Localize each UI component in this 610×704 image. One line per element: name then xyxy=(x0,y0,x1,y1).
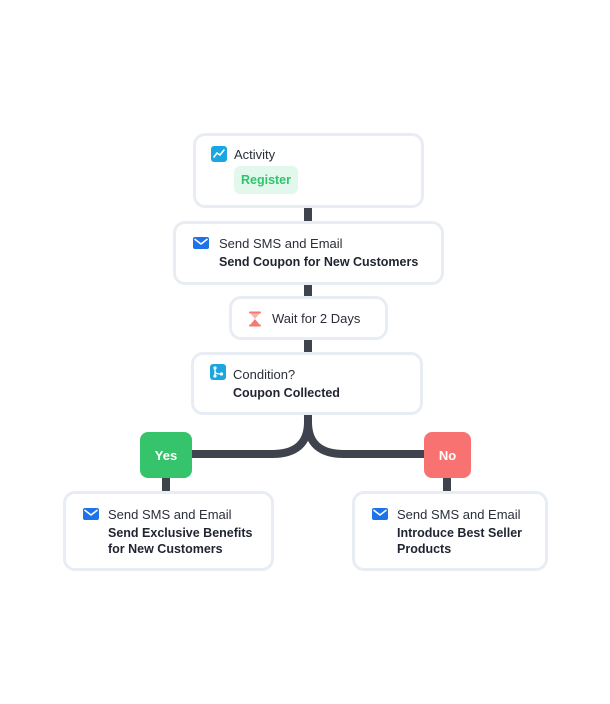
email-icon xyxy=(372,508,388,520)
wait-label: Wait for 2 Days xyxy=(272,311,361,326)
send-coupon-title: Send Coupon for New Customers xyxy=(219,255,419,269)
yes-action-title-line1: Send Exclusive Benefits xyxy=(108,526,253,540)
no-action-node[interactable]: Send SMS and Email Introduce Best Seller… xyxy=(352,491,548,571)
no-action-label: Send SMS and Email xyxy=(397,507,521,522)
activity-label: Activity xyxy=(234,147,276,162)
yes-branch-badge[interactable]: Yes xyxy=(140,432,192,478)
yes-action-title-line2: for New Customers xyxy=(108,542,223,556)
send-coupon-label: Send SMS and Email xyxy=(219,236,343,251)
connector-condition-no xyxy=(304,412,424,458)
wait-node[interactable]: Wait for 2 Days xyxy=(229,296,388,340)
email-icon xyxy=(193,237,209,249)
send-coupon-node[interactable]: Send SMS and Email Send Coupon for New C… xyxy=(173,221,444,285)
condition-label: Condition? xyxy=(233,367,296,382)
activity-icon xyxy=(211,146,227,162)
condition-node[interactable]: Condition? Coupon Collected xyxy=(191,352,423,415)
yes-action-label: Send SMS and Email xyxy=(108,507,232,522)
register-tag: Register xyxy=(234,166,298,194)
yes-action-node[interactable]: Send SMS and Email Send Exclusive Benefi… xyxy=(63,491,274,571)
condition-title: Coupon Collected xyxy=(233,386,340,400)
activity-node[interactable]: Activity Register xyxy=(193,133,424,208)
condition-icon xyxy=(210,364,226,380)
email-icon xyxy=(83,508,99,520)
hourglass-icon xyxy=(249,311,261,327)
connector-condition-yes xyxy=(190,412,312,458)
no-action-title-line1: Introduce Best Seller xyxy=(397,526,523,540)
no-action-title-line2: Products xyxy=(397,542,452,556)
no-branch-badge[interactable]: No xyxy=(424,432,471,478)
